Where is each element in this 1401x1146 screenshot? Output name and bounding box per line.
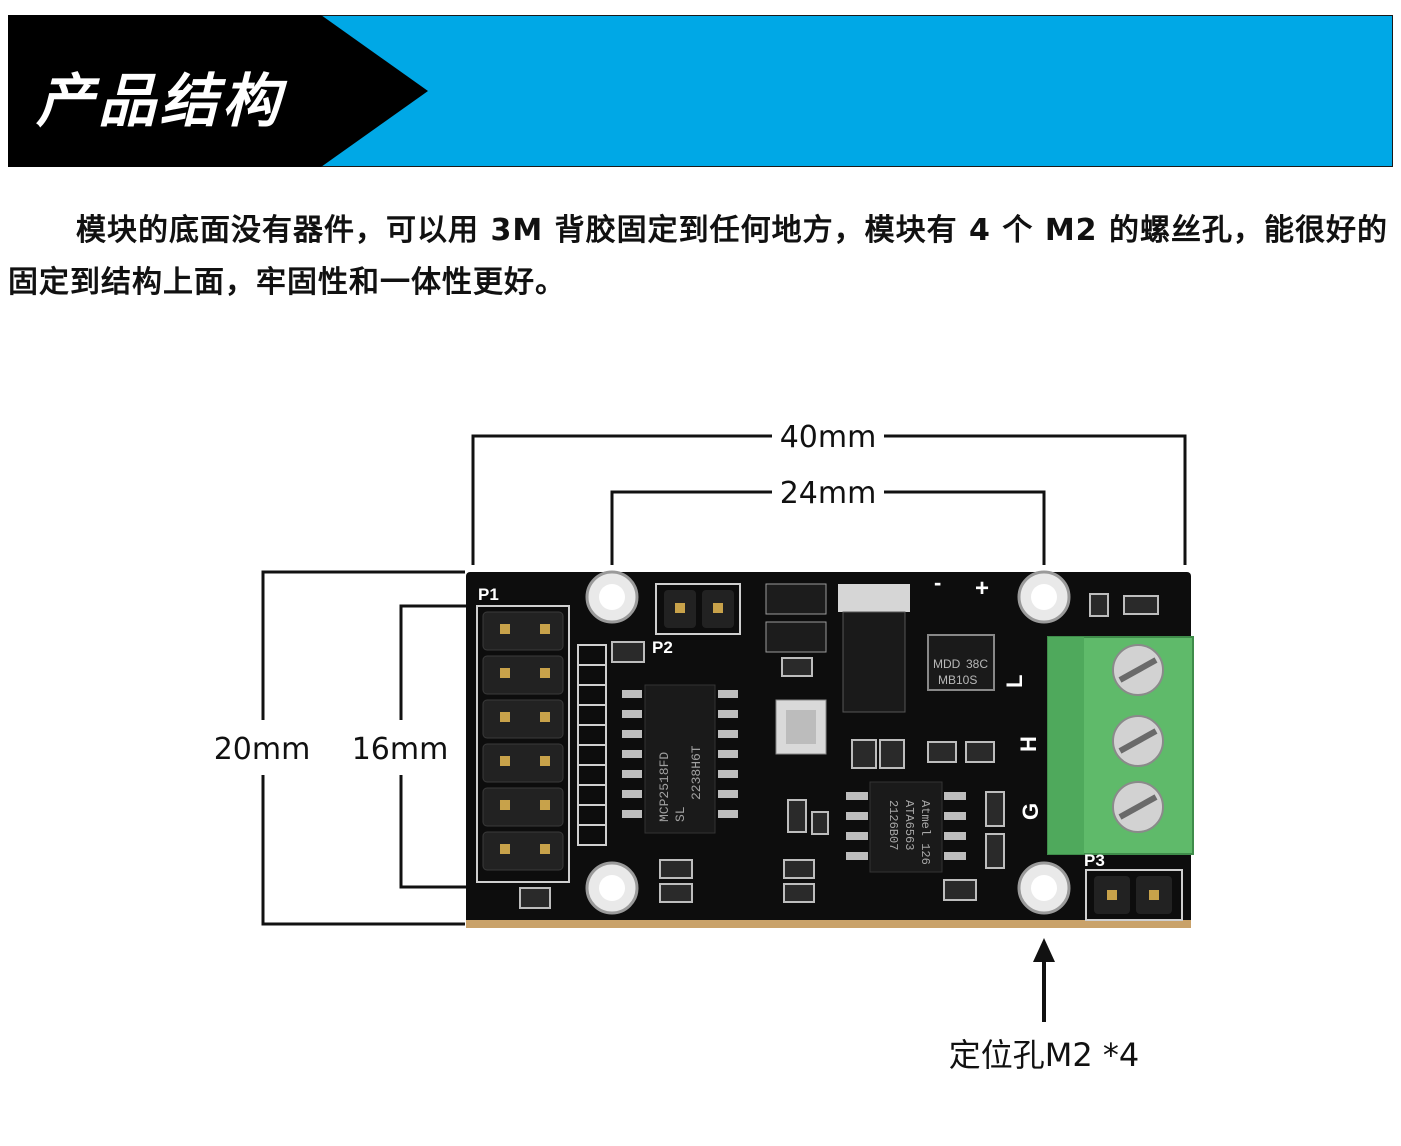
dim-16mm: 16mm <box>352 604 472 889</box>
label-minus: - <box>934 570 941 595</box>
page-title: 产品结构 <box>36 67 285 135</box>
mounting-hole <box>585 861 639 915</box>
dim-20mm: 20mm <box>214 570 465 926</box>
hole-callout: 定位孔M2 *4 <box>949 938 1140 1074</box>
bridge-rectifier: MDD 38C MB10S - + <box>927 570 995 691</box>
chip1-text-1: MCP2518FD <box>657 752 672 822</box>
dim-label-40mm: 40mm <box>780 420 877 455</box>
dim-label-20mm: 20mm <box>214 732 311 767</box>
dim-24mm: 24mm <box>610 476 1046 565</box>
pcb-board: P1 P2 <box>466 570 1194 928</box>
header-banner <box>8 15 1393 167</box>
passive-components <box>519 593 1159 909</box>
bridge-text-2: 38C <box>966 657 988 671</box>
label-plus: + <box>975 575 989 602</box>
label-p2: P2 <box>652 638 673 657</box>
description-paragraph: 模块的底面没有器件，可以用 3M 背胶固定到任何地方，模块有 4 个 M2 的螺… <box>8 213 1388 300</box>
label-p3: P3 <box>1084 851 1105 870</box>
chip-ata6563: Atmel 126 ATA6563 2126B07 <box>846 781 966 873</box>
dim-40mm: 40mm <box>471 420 1187 565</box>
label-p1: P1 <box>478 585 499 604</box>
mounting-hole <box>1017 570 1071 624</box>
jumper-p3: P3 <box>1084 851 1183 921</box>
chip1-text-3: 2238H6T <box>689 745 704 800</box>
bridge-text-3: MB10S <box>938 673 977 687</box>
chip2-text-2: ATA6563 <box>902 800 916 850</box>
bridge-text-1: MDD <box>933 657 961 671</box>
dimension-diagram: 40mm 24mm 20mm 16mm <box>214 420 1194 1074</box>
hole-note: 定位孔M2 *4 <box>949 1036 1140 1074</box>
label-g: G <box>1018 803 1043 820</box>
diode <box>765 583 827 653</box>
resistor-array <box>577 644 607 846</box>
jumper-p2: P2 <box>652 583 741 657</box>
chip-mcp2518fd: MCP2518FD SL 2238H6T <box>622 684 738 834</box>
label-h: H <box>1016 736 1041 752</box>
crystal-oscillator <box>775 699 827 755</box>
voltage-regulator <box>838 584 910 713</box>
mounting-hole <box>1017 861 1071 915</box>
screw-terminal <box>1047 636 1194 855</box>
dim-label-16mm: 16mm <box>352 732 449 767</box>
label-l: L <box>1002 675 1027 688</box>
dim-label-24mm: 24mm <box>780 476 877 511</box>
chip1-text-2: SL <box>673 806 688 822</box>
header-p1: P1 <box>476 585 570 883</box>
chip2-text-1: Atmel 126 <box>918 800 932 865</box>
chip2-text-3: 2126B07 <box>886 800 900 850</box>
mounting-hole <box>585 570 639 624</box>
